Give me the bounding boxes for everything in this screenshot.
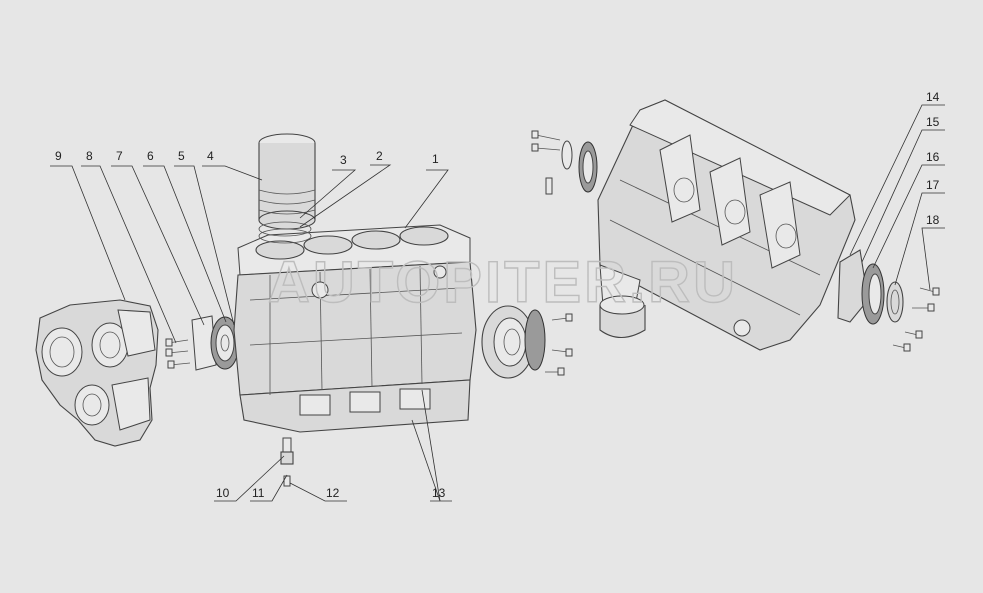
callout-6: 6 (147, 149, 154, 163)
callout-12: 12 (326, 486, 340, 500)
rear-bolts (545, 313, 573, 376)
callout-2: 2 (376, 149, 383, 163)
callout-4: 4 (207, 149, 214, 163)
oil-filter (599, 295, 646, 339)
callout-14: 14 (926, 90, 940, 104)
callout-1: 1 (432, 152, 439, 166)
callout-18: 18 (926, 213, 940, 227)
rear-end-plate (837, 249, 869, 323)
rear-seal-bolts (892, 287, 940, 352)
callout-labels: 1 2 3 4 5 6 7 8 9 10 11 12 13 14 15 16 1… (55, 90, 940, 500)
callout-10: 10 (216, 486, 230, 500)
cylinder-liner (258, 133, 316, 230)
callout-leaders (50, 104, 945, 502)
bolt-set-front (165, 338, 191, 369)
callout-5: 5 (178, 149, 185, 163)
liner-seal-rings (258, 221, 312, 244)
callout-9: 9 (55, 149, 62, 163)
callout-13: 13 (432, 486, 446, 500)
callout-17: 17 (926, 178, 940, 192)
block-plug-sensor (280, 437, 294, 487)
callout-11: 11 (252, 486, 265, 500)
callout-7: 7 (116, 149, 123, 163)
cylinder-block-underside (597, 99, 856, 351)
callout-16: 16 (926, 150, 940, 164)
rear-seal-housing (481, 305, 546, 379)
watermark-text: AUTOPITER.RU (268, 250, 738, 315)
timing-gear-left (210, 316, 240, 370)
cylinder-block-main (233, 224, 477, 433)
front-gasket (191, 315, 217, 371)
timing-gear-right (531, 130, 598, 195)
callout-15: 15 (926, 115, 940, 129)
callout-3: 3 (340, 153, 347, 167)
front-cover-housing (35, 299, 159, 447)
crank-rear-seal (861, 263, 904, 325)
callout-8: 8 (86, 149, 93, 163)
